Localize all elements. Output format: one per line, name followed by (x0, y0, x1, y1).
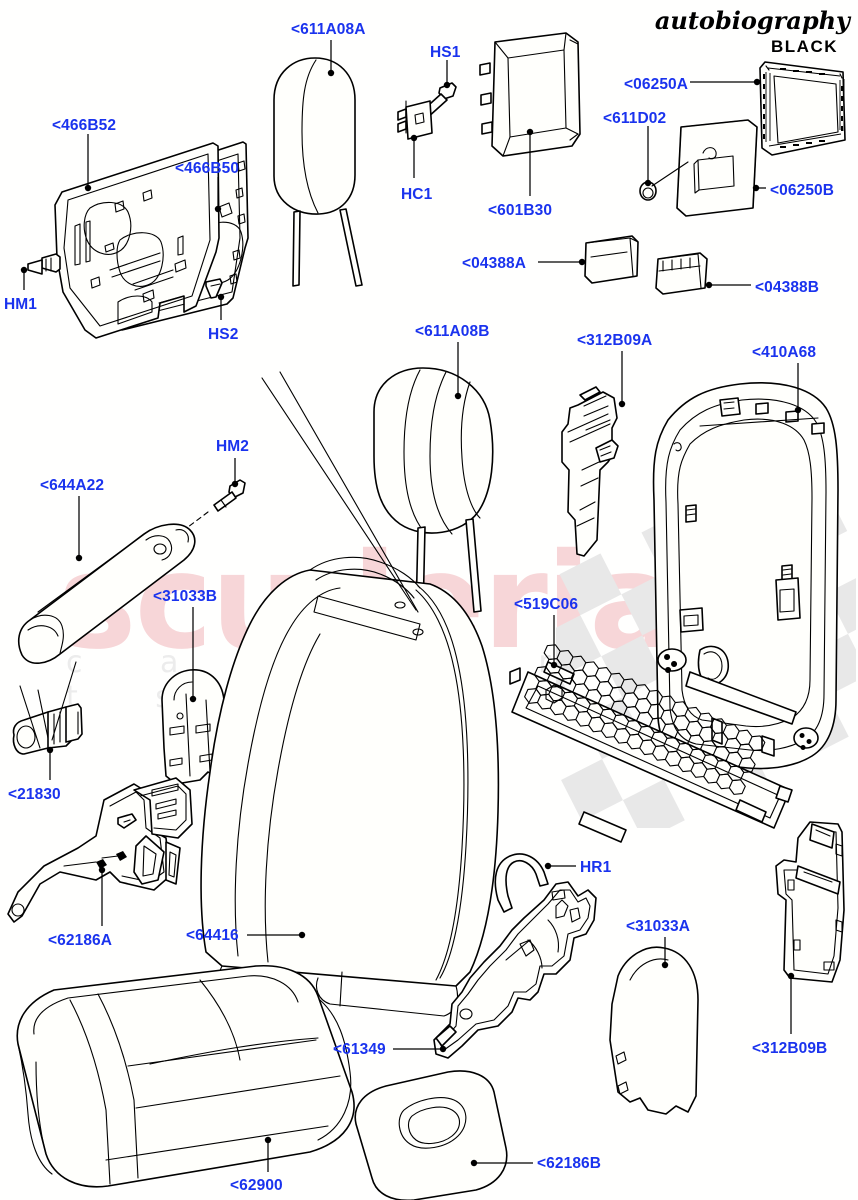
callout-label-644a22[interactable]: <644A22 (40, 477, 105, 494)
callout-label-62186b[interactable]: <62186B (537, 1155, 602, 1172)
callout-label-466b52[interactable]: <466B52 (52, 117, 117, 134)
callout-label-31033a[interactable]: <31033A (626, 918, 691, 935)
callout-label-04388a[interactable]: <04388A (462, 255, 527, 272)
construction-lines (262, 372, 418, 612)
callout-label-31033b[interactable]: <31033B (153, 588, 218, 605)
callout-label-21830[interactable]: <21830 (8, 786, 61, 803)
callout-label-hs2[interactable]: HS2 (208, 326, 239, 343)
callout-label-466b50[interactable]: <466B50 (175, 160, 240, 177)
part-519c06-mesh-panel (510, 642, 792, 842)
callout-label-hc1[interactable]: HC1 (401, 186, 433, 203)
part-hs1-screw (421, 83, 456, 118)
callout-label-hs1[interactable]: HS1 (430, 44, 461, 61)
callout-label-611a08a[interactable]: <611A08A (291, 21, 366, 38)
leader-lines (20, 40, 802, 1172)
callout-label-hm2[interactable]: HM2 (216, 438, 250, 455)
callout-label-hm1[interactable]: HM1 (4, 296, 38, 313)
callout-label-410a68[interactable]: <410A68 (752, 344, 817, 361)
callout-label-hr1[interactable]: HR1 (580, 859, 612, 876)
part-hm1-bolt (28, 254, 60, 274)
part-611a08b-headrest (374, 368, 493, 616)
callout-label-611a08b[interactable]: <611A08B (415, 323, 490, 340)
part-hs2-screw (206, 279, 222, 298)
callout-label-06250a[interactable]: <06250A (624, 76, 689, 93)
part-hm2-bolt (184, 480, 245, 530)
part-31033b-shield (162, 670, 226, 784)
watermark-carparts: c a r p a r t s (66, 645, 585, 715)
part-31033a-shield (610, 947, 698, 1114)
callout-label-64416[interactable]: <64416 (186, 927, 239, 944)
checkered-flag-watermark (556, 508, 856, 828)
callout-label-519c06[interactable]: <519C06 (514, 596, 579, 613)
part-64416-seat-back-cover (201, 557, 498, 1016)
part-hc1-clip (398, 101, 432, 139)
part-61349-latch-cover (434, 882, 596, 1058)
part-611a08a-headrest (274, 58, 362, 286)
part-312b09b-bracket (776, 822, 844, 982)
callout-label-601b30[interactable]: <601B30 (488, 202, 553, 219)
callout-label-06250b[interactable]: <06250B (770, 182, 835, 199)
callout-label-04388b[interactable]: <04388B (755, 279, 820, 296)
callout-label-61349[interactable]: <61349 (333, 1041, 386, 1058)
callout-label-62186a[interactable]: <62186A (48, 932, 113, 949)
part-601b30-guide (480, 33, 580, 156)
part-21830-socket (13, 662, 82, 754)
autobiography-logo: autobiography (654, 6, 850, 35)
callout-label-62900[interactable]: <62900 (230, 1177, 283, 1194)
part-62900-cushion (17, 966, 354, 1187)
callout-label-611d02[interactable]: <611D02 (603, 110, 667, 127)
part-62186b-pad (355, 1071, 507, 1200)
part-06250a-bezel (760, 62, 845, 155)
part-04388a-plug (585, 236, 638, 283)
part-04388b-plug (656, 253, 707, 294)
part-410a68-frame-cover (654, 383, 838, 769)
callout-label-312b09b[interactable]: <312B09B (752, 1040, 828, 1057)
part-hr1-ring (495, 854, 548, 912)
part-312b09a-bracket (562, 387, 618, 556)
callout-label-312b09a[interactable]: <312B09A (577, 332, 653, 349)
autobiography-black-sub: BLACK (771, 37, 838, 56)
part-611d02-grommet (640, 162, 688, 200)
part-06250b-panel (677, 120, 757, 216)
